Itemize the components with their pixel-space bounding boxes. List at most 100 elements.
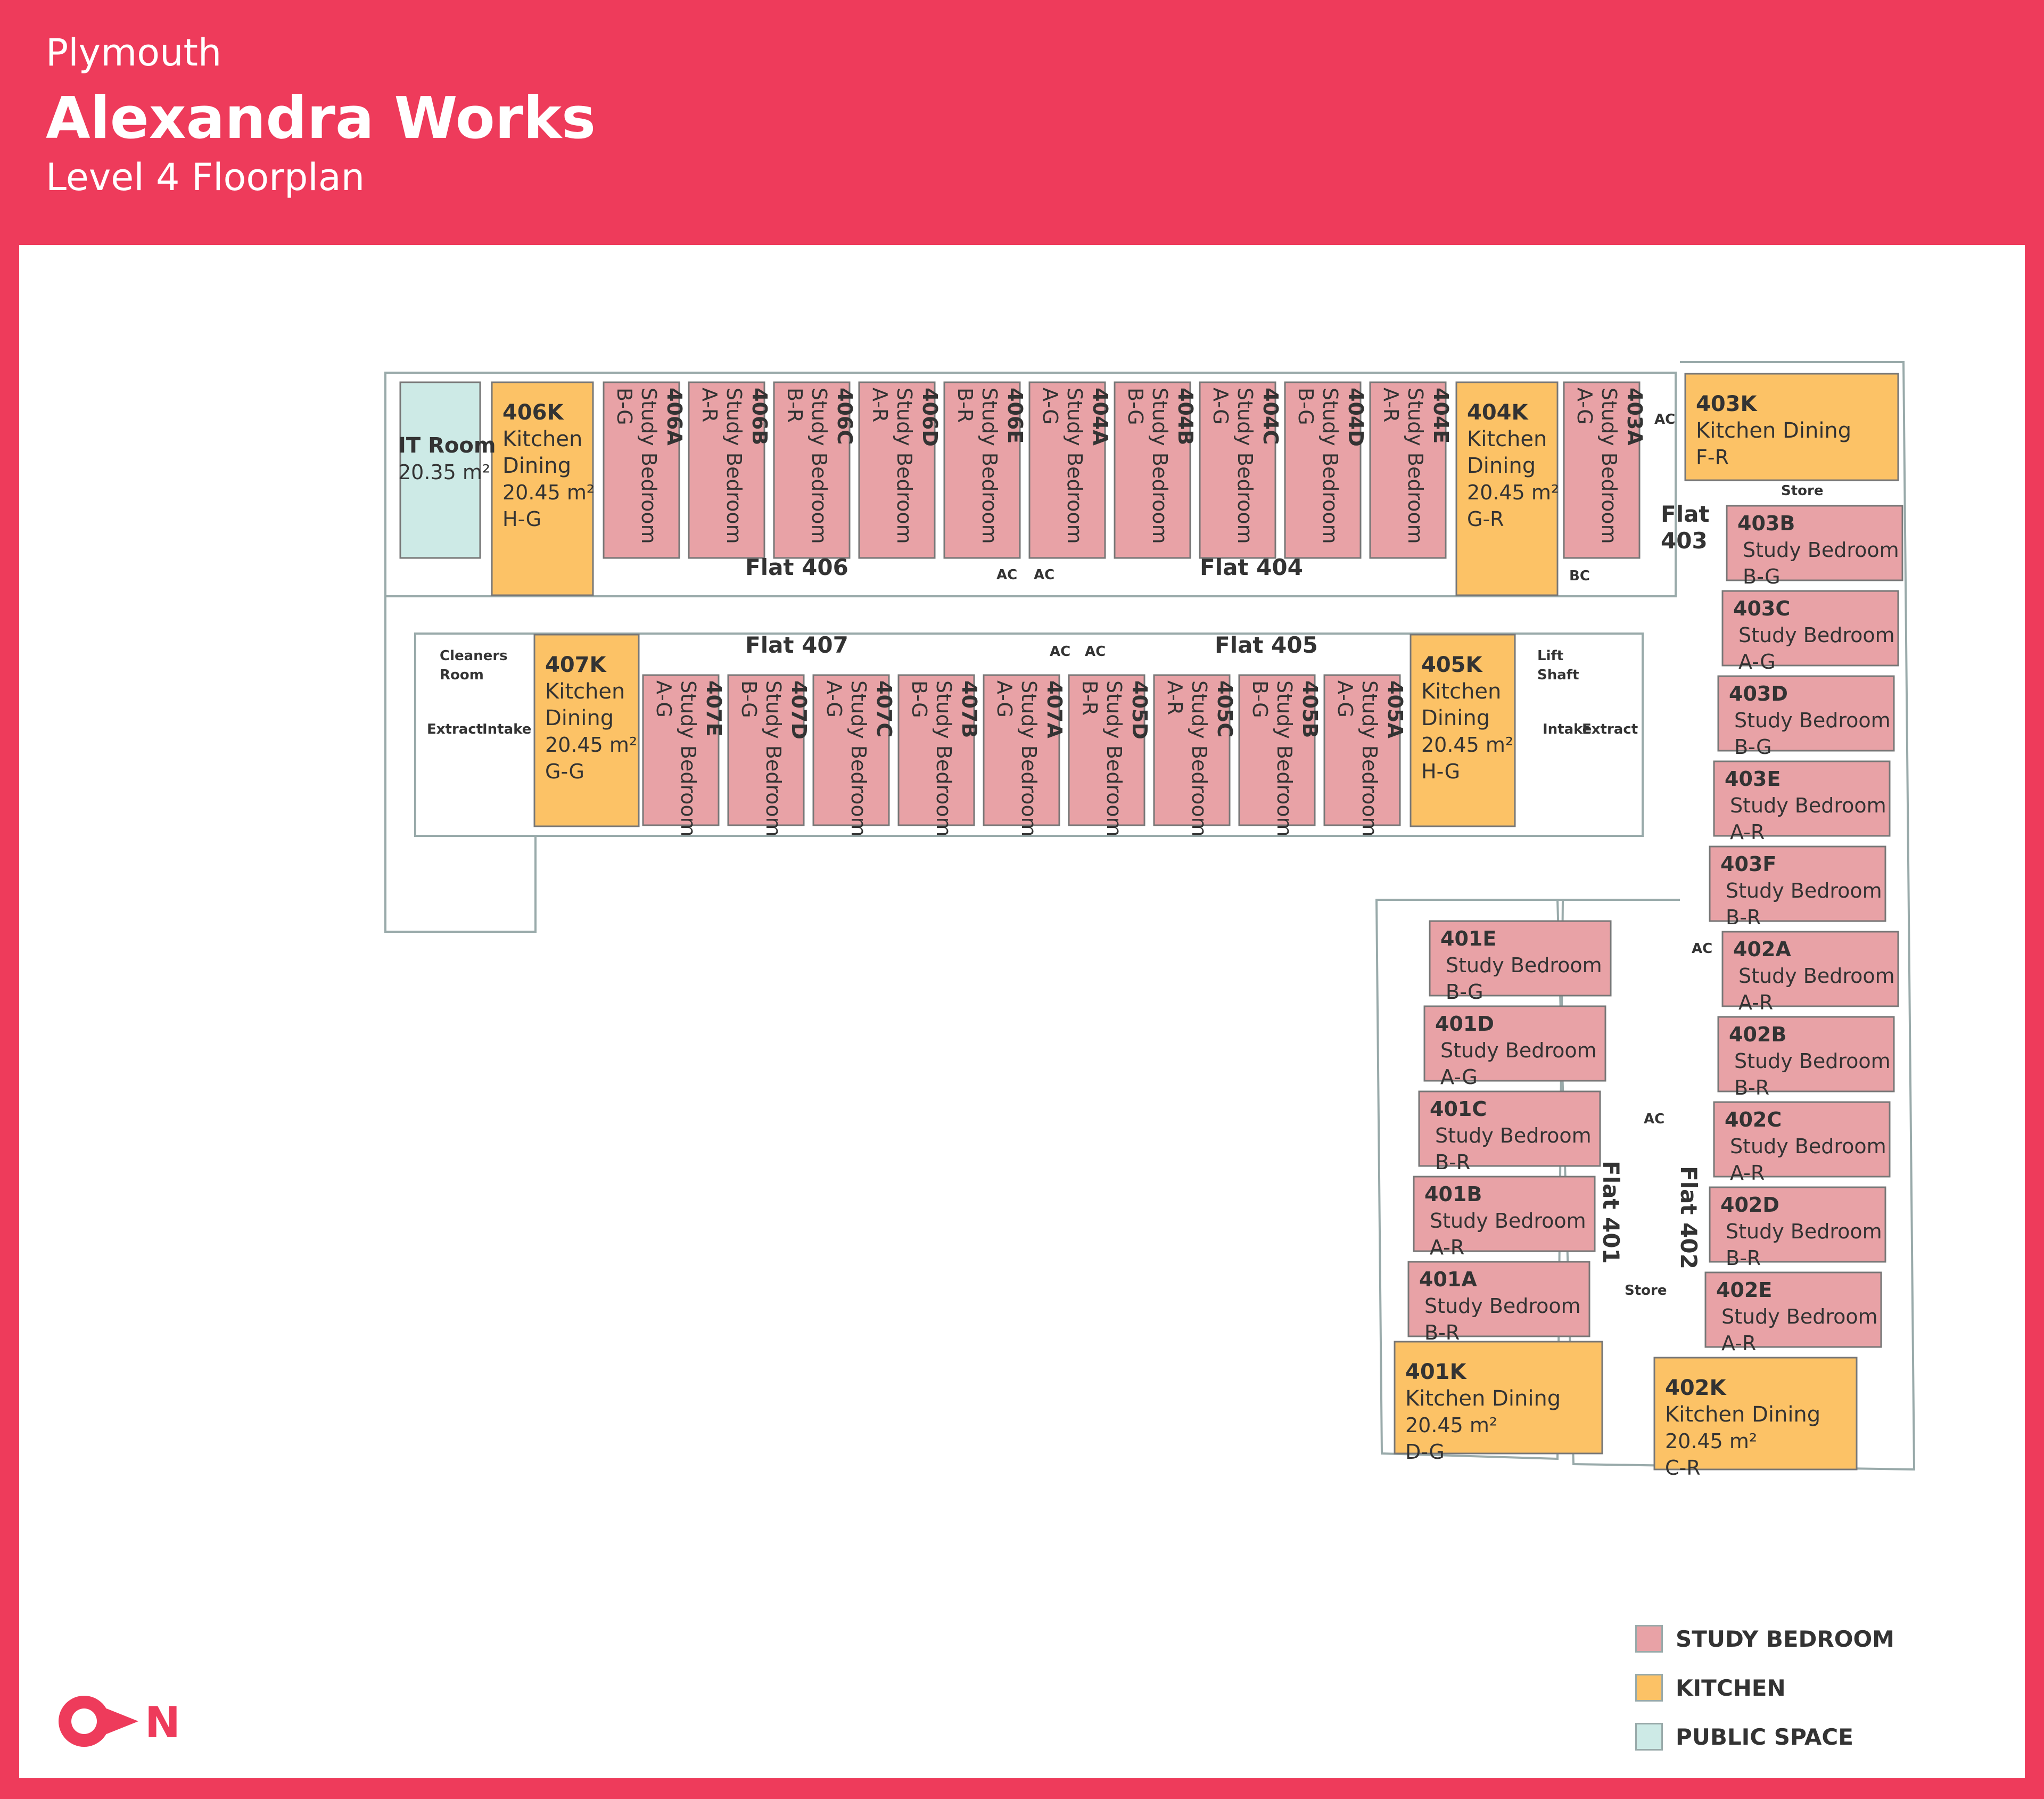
room-number: 404D xyxy=(1344,388,1367,447)
room-type: Study Bedroom xyxy=(637,388,661,544)
room-grade: H-G xyxy=(1421,760,1460,783)
room-grade: B-R xyxy=(1424,1321,1460,1344)
room-number: 402D xyxy=(1720,1193,1779,1217)
room-type: Study Bedroom xyxy=(1730,794,1886,817)
public-space-swatch xyxy=(1635,1723,1663,1751)
room-type: Kitchen xyxy=(1467,427,1547,451)
room-grade: F-R xyxy=(1696,446,1729,469)
room-area: 20.45 m² xyxy=(545,733,637,757)
room-number: 406K xyxy=(502,400,564,425)
room-grade: B-R xyxy=(1078,680,1101,716)
flat-label: Flat 402 xyxy=(1676,1166,1702,1269)
room-type: Study Bedroom xyxy=(932,680,955,837)
room-type: Study Bedroom xyxy=(1273,680,1296,837)
bedroom-407E xyxy=(642,674,720,826)
page-title: Alexandra Works xyxy=(46,85,596,152)
service-label-ac: AC xyxy=(1654,412,1675,428)
bedroom-403C xyxy=(1721,590,1899,667)
bedroom-404D xyxy=(1284,381,1362,559)
room-grade: B-G xyxy=(613,388,636,425)
bedroom-405D xyxy=(1068,674,1145,826)
room-number: 406D xyxy=(918,388,942,447)
bedroom-401B xyxy=(1413,1176,1596,1252)
bedroom-403F xyxy=(1709,845,1886,922)
bedroom-402E xyxy=(1704,1271,1882,1348)
room-number: 406E xyxy=(1003,388,1027,443)
legend-label: KITCHEN xyxy=(1676,1674,1786,1701)
room-number: 401E xyxy=(1440,927,1496,950)
room-number: 402B xyxy=(1729,1023,1786,1046)
room-grade: B-G xyxy=(1734,735,1772,759)
legend-label: STUDY BEDROOM xyxy=(1676,1625,1894,1652)
service-label-lift2: Shaft xyxy=(1537,667,1579,683)
bedroom-406B xyxy=(688,381,765,559)
room-grade: G-R xyxy=(1467,507,1504,531)
service-label-cleaners1: Cleaners xyxy=(440,648,508,664)
room-type: Study Bedroom xyxy=(1446,954,1602,977)
room-number: 404K xyxy=(1467,400,1529,425)
city-label: Plymouth xyxy=(46,31,222,75)
room-grade: B-R xyxy=(1726,1246,1761,1270)
legend-item-study-bedroom: STUDY BEDROOM xyxy=(1635,1625,1894,1653)
room-grade: B-G xyxy=(1446,980,1483,1004)
room-type: Kitchen xyxy=(545,679,625,704)
bedroom-401E xyxy=(1429,920,1612,997)
room-number: 406B xyxy=(748,388,771,445)
room-number: 407K xyxy=(545,653,607,677)
room-number: 405A xyxy=(1383,680,1407,738)
room-type: Study Bedroom xyxy=(1721,1305,1878,1328)
service-label-intake: Intake xyxy=(1543,721,1592,737)
service-label-ac: AC xyxy=(996,567,1017,583)
room-number: 401K xyxy=(1405,1360,1467,1384)
room-number: 403D xyxy=(1729,682,1788,705)
room-type: Study Bedroom xyxy=(1063,388,1086,544)
bedroom-404A xyxy=(1028,381,1106,559)
room-number: 401C xyxy=(1430,1097,1487,1121)
room-grade: C-R xyxy=(1665,1456,1701,1480)
service-label-cleaners2: Room xyxy=(440,667,484,683)
room-type: Study Bedroom xyxy=(1424,1294,1581,1318)
room-number: 406A xyxy=(663,388,686,446)
room-number: 401A xyxy=(1419,1268,1477,1291)
service-label-intake: Intake xyxy=(482,721,531,737)
north-letter: N xyxy=(145,1698,180,1747)
room-type: Study Bedroom xyxy=(722,388,746,544)
bedroom-402D xyxy=(1709,1186,1886,1263)
room-grade: A-R xyxy=(1430,1236,1464,1259)
room-number: 401D xyxy=(1435,1012,1494,1036)
room-grade: B-R xyxy=(953,388,977,423)
legend-item-public-space: PUBLIC SPACE xyxy=(1635,1723,1853,1751)
room-type: Kitchen xyxy=(502,427,582,451)
kitchen-404K xyxy=(1455,381,1559,596)
room-number: 402A xyxy=(1733,938,1791,961)
room-type: Kitchen Dining xyxy=(1405,1386,1561,1411)
room-grade: B-R xyxy=(1435,1151,1470,1174)
service-label-extract: Extract xyxy=(427,721,483,737)
room-grade: B-G xyxy=(908,680,931,718)
flat-label: Flat 401 xyxy=(1598,1161,1624,1264)
kitchen-406K xyxy=(491,381,594,596)
room-number: 405K xyxy=(1421,653,1483,677)
room-type: Study Bedroom xyxy=(1597,388,1621,544)
room-grade: B-R xyxy=(1726,906,1761,929)
room-type: Study Bedroom xyxy=(1726,1220,1882,1243)
room-number: 407A xyxy=(1043,680,1066,738)
kitchen-403K xyxy=(1684,373,1899,481)
bedroom-405A xyxy=(1323,674,1401,826)
bedroom-407D xyxy=(727,674,805,826)
room-grade: A-G xyxy=(993,680,1016,718)
it-room xyxy=(399,381,481,559)
room-type: Dining xyxy=(1421,706,1490,730)
room-grade: A-G xyxy=(1440,1065,1478,1089)
bedroom-404E xyxy=(1369,381,1447,559)
room-grade: A-G xyxy=(1333,680,1357,718)
room-type: Dining xyxy=(502,454,571,478)
bedroom-401D xyxy=(1423,1005,1606,1082)
room-type: Study Bedroom xyxy=(1233,388,1257,544)
room-number: 403B xyxy=(1737,512,1795,535)
service-label-store: Store xyxy=(1781,483,1823,499)
room-number: 407E xyxy=(702,680,726,736)
service-label-ac: AC xyxy=(1050,644,1070,660)
room-type: Study Bedroom xyxy=(762,680,785,837)
room-grade: A-G xyxy=(1738,650,1776,673)
